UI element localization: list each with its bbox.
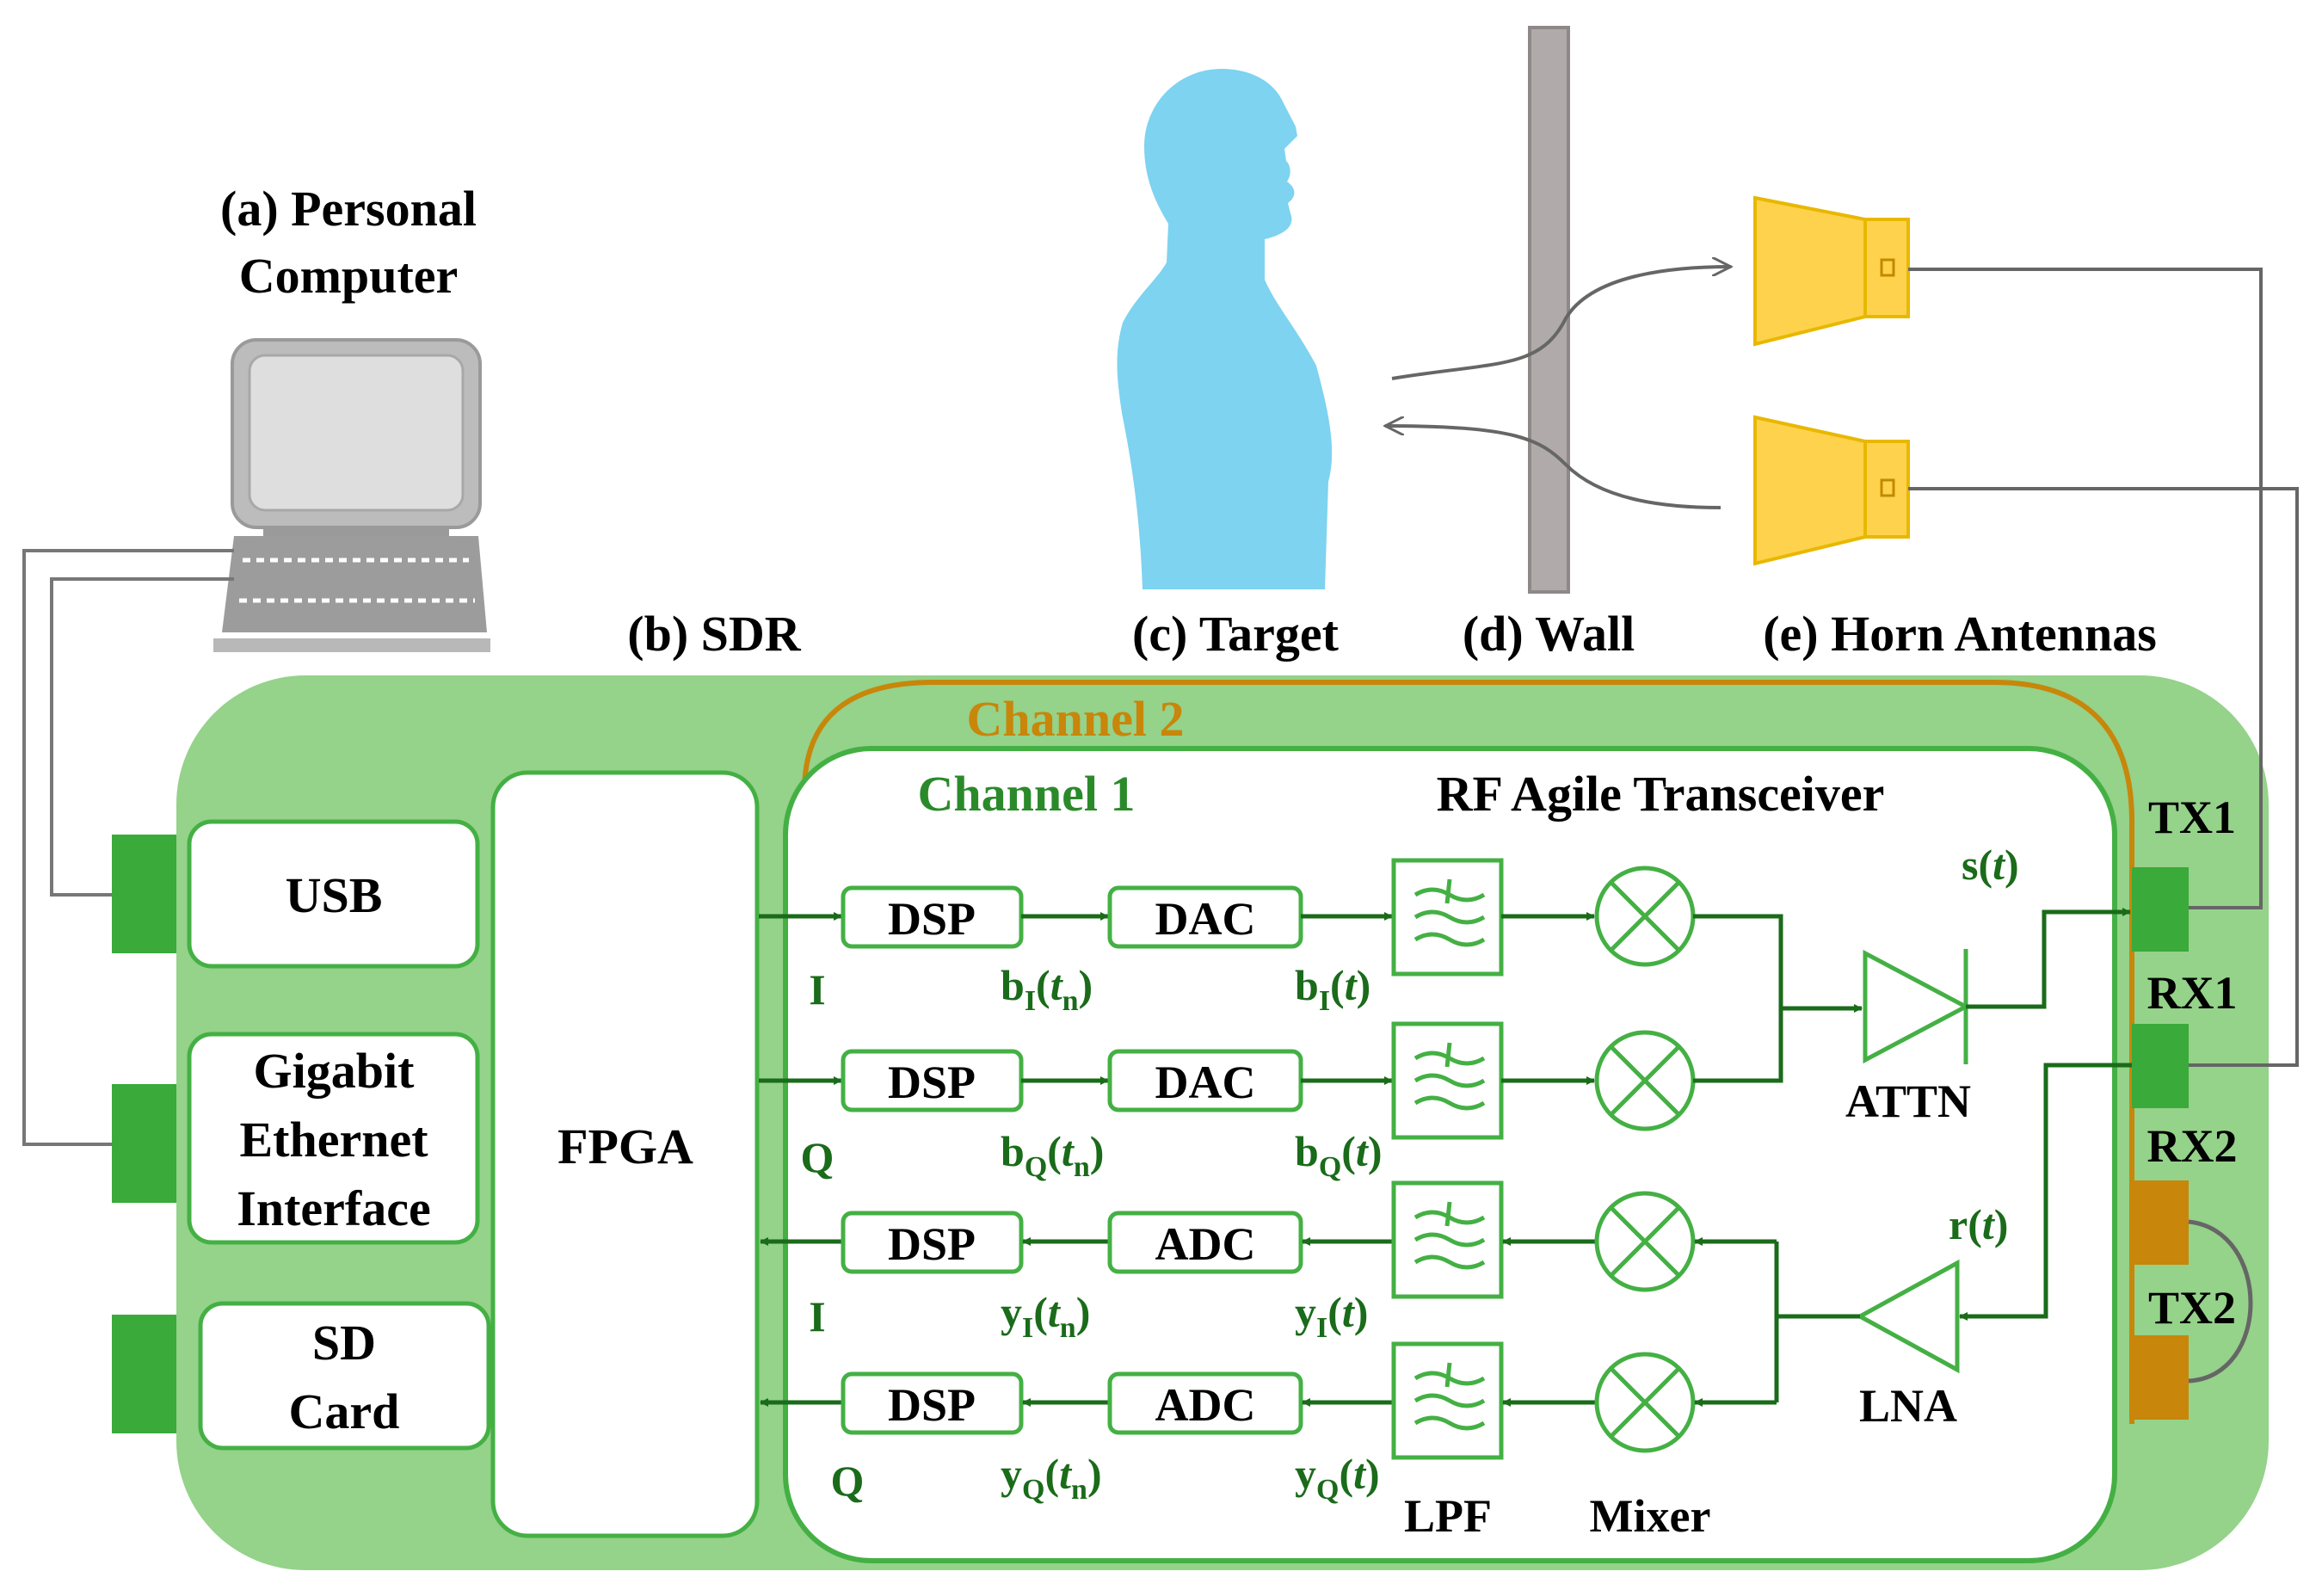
lna-label: LNA [1859, 1380, 1957, 1432]
rx1-label: RX1 [2147, 967, 2238, 1019]
dac-i-label: DAC [1155, 893, 1256, 945]
ethernet-cable [22, 549, 234, 1146]
pc-label-line2: Computer [239, 248, 459, 304]
computer-icon [213, 338, 490, 652]
rx2-label: RX2 [2147, 1120, 2238, 1172]
mixer-label: Mixer [1590, 1490, 1711, 1542]
rx1-to-lna-wire [1959, 1063, 2132, 1321]
tx2-label: TX2 [2148, 1282, 2236, 1334]
channel-2-frame [802, 680, 2134, 1424]
i-label-tx: I [809, 965, 825, 1014]
transceiver-label: RF Agile Transceiver [1437, 766, 1885, 822]
q-label-tx: Q [801, 1133, 835, 1181]
q-label-rx: Q [831, 1457, 865, 1505]
adc-i [1107, 1211, 1303, 1274]
ethernet-box [187, 1032, 480, 1245]
attn-to-tx1-wire [1966, 908, 2131, 1009]
usb-box [187, 819, 480, 969]
tx1-antenna-cable [1908, 268, 2263, 909]
attn-label: ATTN [1845, 1075, 1971, 1127]
mixer-tx-q-icon [1594, 1030, 1696, 1131]
mixer-rx-q-icon [1594, 1352, 1696, 1453]
s-t-label: s(t) [1962, 841, 2019, 889]
lna-icon [1855, 1259, 1960, 1374]
tx-combiner-wire [1693, 914, 1862, 1083]
target-person-icon [1117, 69, 1333, 589]
mixer-tx-i-icon [1594, 866, 1696, 967]
tx-horn-antenna-icon [1753, 195, 1910, 347]
sd-card-box [198, 1301, 491, 1451]
lpf-tx-q-icon [1391, 1021, 1504, 1140]
lpf-tx-i-icon [1391, 858, 1504, 977]
usb-cable [50, 577, 234, 897]
channel-1-label: Channel 1 [917, 766, 1135, 822]
rx-signal-path [1385, 426, 1721, 509]
rx-horn-antenna-icon [1753, 415, 1910, 566]
pc-label-line1: (a) Personal [220, 181, 477, 237]
rx2-tx2-loopback-cable [2188, 1219, 2253, 1383]
sdr-label: (b) SDR [627, 606, 802, 662]
wall-icon [1528, 26, 1570, 594]
mixer-rx-i-icon [1594, 1191, 1696, 1292]
tx1-port[interactable] [2132, 867, 2189, 952]
yi-tn-label: yI(tn) [1001, 1288, 1090, 1344]
fpga-label: FPGA [557, 1118, 693, 1174]
ethernet-label-line3: Interface [237, 1180, 430, 1236]
adc-i-label: ADC [1155, 1218, 1256, 1270]
rx1-port[interactable] [2132, 1024, 2189, 1108]
tx1-label: TX1 [2148, 792, 2236, 843]
channel-2-label: Channel 2 [966, 691, 1184, 747]
dac-q-label: DAC [1155, 1057, 1256, 1108]
usb-port[interactable] [112, 835, 176, 953]
bq-tn-label: bQ(tn) [1001, 1127, 1104, 1183]
dsp-tx-i-label: DSP [888, 893, 976, 945]
i-label-rx: I [809, 1292, 825, 1340]
bq-t-label: bQ(t) [1295, 1127, 1382, 1183]
lpf-rx-i-icon [1391, 1180, 1504, 1299]
sd-card-port[interactable] [112, 1315, 176, 1433]
fpga-box [490, 770, 760, 1538]
ethernet-label-line2: Ethernet [239, 1112, 428, 1168]
yi-t-label: yI(t) [1295, 1288, 1368, 1344]
rx1-antenna-cable [1908, 487, 2299, 1067]
dsp-rx-q [841, 1371, 1024, 1435]
ethernet-port[interactable] [112, 1084, 176, 1203]
dsp-rx-i [841, 1211, 1024, 1274]
dsp-rx-i-label: DSP [888, 1218, 976, 1270]
r-t-label: r(t) [1949, 1200, 2008, 1248]
dsp-tx-q-label: DSP [888, 1057, 976, 1108]
lpf-rx-q-icon [1391, 1341, 1504, 1460]
ethernet-label-line1: Gigabit [254, 1043, 416, 1099]
usb-label: USB [286, 867, 383, 923]
tx2-port[interactable] [2132, 1335, 2189, 1420]
target-label: (c) Target [1132, 606, 1340, 662]
wall-label: (d) Wall [1463, 606, 1635, 662]
horn-antennas-label: (e) Horn Antennas [1763, 606, 2157, 662]
lpf-label: LPF [1404, 1490, 1492, 1542]
dsp-rx-q-label: DSP [888, 1379, 976, 1431]
sd-card-label-line2: Card [289, 1383, 400, 1439]
sd-card-label-line1: SD [312, 1315, 376, 1371]
bi-t-label: bI(t) [1295, 961, 1370, 1017]
yq-tn-label: yQ(tn) [1001, 1450, 1102, 1506]
adc-q [1107, 1371, 1303, 1435]
bi-tn-label: bI(tn) [1001, 961, 1093, 1017]
rx2-port[interactable] [2132, 1180, 2189, 1265]
adc-q-label: ADC [1155, 1379, 1256, 1431]
lna-splitter-wire [1774, 1242, 1860, 1402]
yq-t-label: yQ(t) [1295, 1450, 1380, 1506]
tx-signal-path [1391, 267, 1731, 380]
